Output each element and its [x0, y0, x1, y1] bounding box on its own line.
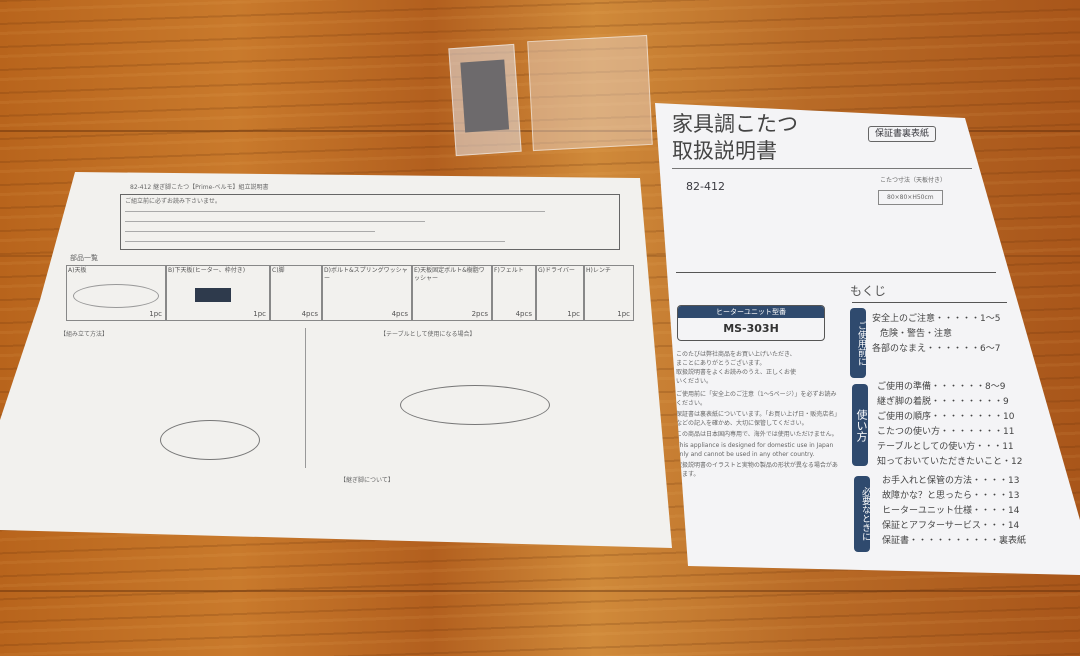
toc-tab-before-use: ご使用前に	[850, 308, 866, 378]
notice-title: ご組立前に必ずお読み下さいませ。	[125, 198, 221, 205]
plank-seam	[0, 130, 1080, 132]
model-number: 82-412	[686, 180, 725, 193]
table-illustration	[400, 385, 550, 425]
bullet-english: This appliance is designed for domestic …	[676, 442, 834, 458]
heater-label: ヒーターユニット型番	[678, 306, 824, 318]
toc-item[interactable]: 故障かな？と思ったら・・・・13	[882, 491, 1020, 501]
bullet: 保証書は裏表紙についています。「お買い上げ日・販売店名」などの記入を確かめ、大切…	[676, 411, 841, 427]
manual-title-line2: 取扱説明書	[672, 139, 777, 163]
plank-seam	[0, 590, 1080, 592]
heater-model: MS-303H	[723, 322, 779, 335]
intro-line: このたびは弊社商品をお買い上げいただき、	[676, 351, 796, 358]
toc-tab-when-needed: 必要なときに	[854, 476, 870, 552]
toc-item[interactable]: 保証とアフターサービス・・・14	[882, 521, 1020, 531]
toc-item[interactable]: ご使用の準備・・・・・・8〜9	[877, 382, 1006, 392]
heater-model-box: ヒーターユニット型番 MS-303H	[677, 305, 825, 341]
toc-tab-usage: 使い方	[852, 384, 868, 466]
toc-item[interactable]: 危険・警告・注意	[880, 329, 953, 339]
toc-item[interactable]: お手入れと保管の方法・・・・13	[882, 476, 1020, 486]
size-label: こたつ寸法（天板付き）	[880, 177, 947, 184]
intro-text: このたびは弊社商品をお買い上げいただき、 まことにありがとうございます。 取扱説…	[676, 350, 842, 479]
bullet: 取扱説明書のイラストと実物の製品の形状が異なる場合があります。	[676, 462, 838, 478]
toc-title: もくじ	[850, 284, 887, 298]
toc-group-when-needed: お手入れと保管の方法・・・・13 故障かな？と思ったら・・・・13 ヒーターユニ…	[882, 474, 1026, 549]
toc-item[interactable]: こたつの使い方・・・・・・・11	[877, 427, 1015, 437]
manual-title-line1: 家具調こたつ	[672, 112, 798, 136]
intro-line: いください。	[676, 378, 713, 385]
part-b: B)下天板(ヒーター、枠付き)1pc	[166, 265, 270, 321]
toc-item[interactable]: 継ぎ脚の着脱・・・・・・・・9	[877, 397, 1009, 407]
toc-group-before-use: 安全上のご注意・・・・・1〜5 危険・警告・注意 各部のなまえ・・・・・・6〜7	[872, 312, 1000, 357]
legs-section-title: 【継ぎ脚について】	[340, 477, 394, 484]
warranty-badge: 保証書裏表紙	[868, 126, 937, 142]
intro-line: まことにありがとうございます。	[676, 360, 766, 367]
notice-box: ご組立前に必ずお読み下さいませ。	[120, 194, 620, 250]
toc-item[interactable]: 保証書・・・・・・・・・・裏表紙	[882, 536, 1027, 546]
sheet-header: 82-412 継ぎ脚こたつ【Prime-ベルモ】組立説明書	[130, 184, 269, 191]
toc-item[interactable]: 各部のなまえ・・・・・・6〜7	[872, 344, 1001, 354]
toc-item[interactable]: 安全上のご注意・・・・・1〜5	[872, 314, 1001, 324]
toc-item[interactable]: テーブルとしての使い方・・・11	[877, 442, 1014, 452]
bullet: この商品は日本国内専用で、海外では使用いただけません。	[676, 431, 838, 438]
toc-item[interactable]: ヒーターユニット仕様・・・・14	[882, 506, 1020, 516]
toc-item[interactable]: ご使用の順序・・・・・・・・10	[877, 412, 1015, 422]
table-illustration	[160, 420, 260, 460]
intro-line: 取扱説明書をよくお読みのうえ、正しくお使	[676, 369, 797, 376]
size-value: 80×80×H50cm	[878, 190, 943, 205]
felt-pads	[460, 59, 510, 133]
assembly-section-title: 【組み立て方法】	[60, 331, 109, 338]
toc-item[interactable]: 知っておいていただきたいこと・12	[877, 457, 1023, 467]
toc-group-usage: ご使用の準備・・・・・・8〜9 継ぎ脚の着脱・・・・・・・・9 ご使用の順序・・…	[877, 380, 1022, 470]
table-use-section-title: 【テーブルとして使用になる場合】	[380, 331, 476, 338]
bullet: ご使用前に「安全上のご注意（1〜5ページ）」を必ずお読みください。	[676, 391, 837, 407]
empty-plastic-bag	[527, 34, 653, 152]
felt-pad-bag	[448, 43, 522, 157]
divider	[305, 328, 306, 468]
parts-title: 部品一覧	[70, 254, 98, 262]
